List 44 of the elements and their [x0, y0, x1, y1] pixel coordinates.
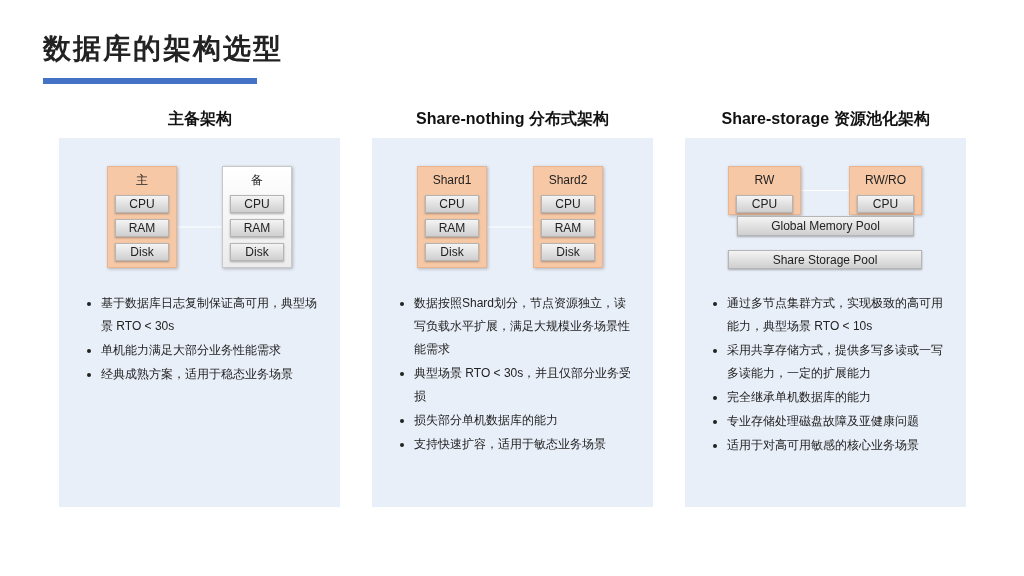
component-box: CPU [736, 195, 793, 213]
column-heading: Share-nothing 分布式架构 [416, 109, 609, 129]
component-box: Global Memory Pool [737, 216, 914, 236]
server-title: 主 [136, 172, 148, 189]
page-title: 数据库的架构选型 [43, 32, 283, 66]
bullet-text: 适用于对高可用敏感的核心业务场景 [727, 437, 919, 454]
server-box [533, 166, 603, 268]
server-box [728, 166, 801, 215]
component-box: CPU [230, 195, 284, 213]
server-box [849, 166, 922, 215]
column-heading: 主备架构 [167, 109, 232, 129]
bullet-text: 损失部分单机数据库的能力 [414, 412, 558, 429]
column-heading: Share-storage 资源池化架构 [721, 109, 930, 129]
component-box: Disk [541, 243, 595, 261]
bullet-text: 单机能力满足大部分业务性能需求 [101, 342, 281, 359]
bullet-text: 基于数据库日志复制保证高可用，典型场景 RTO < 30s [101, 295, 318, 335]
component-box: CPU [115, 195, 169, 213]
bullet-text: 经典成熟方案，适用于稳态业务场景 [101, 366, 293, 383]
component-box: Disk [425, 243, 479, 261]
bullet-text: 支持快速扩容，适用于敏态业务场景 [414, 436, 606, 453]
server-box [107, 166, 177, 268]
component-box: CPU [857, 195, 914, 213]
component-box: CPU [541, 195, 595, 213]
component-box: CPU [425, 195, 479, 213]
component-box: RAM [425, 219, 479, 237]
component-box: Disk [230, 243, 284, 261]
server-box [222, 166, 292, 268]
component-box: RAM [115, 219, 169, 237]
component-box: RAM [541, 219, 595, 237]
bullet-text: 数据按照Shard划分，节点资源独立，读写负载水平扩展，满足大规模业务场景性能需求 [414, 295, 631, 358]
bullet-text: 专业存储处理磁盘故障及亚健康问题 [727, 413, 919, 430]
server-title: Shard2 [548, 172, 588, 189]
bullet-text: 采用共享存储方式，提供多写多读或一写多读能力，一定的扩展能力 [727, 342, 944, 382]
component-box: RAM [230, 219, 284, 237]
bullet-text: 完全继承单机数据库的能力 [727, 389, 871, 406]
server-title: RW [754, 172, 775, 189]
component-box: Disk [115, 243, 169, 261]
bullet-text: 通过多节点集群方式，实现极致的高可用能力，典型场景 RTO < 10s [727, 295, 944, 335]
component-box: Share Storage Pool [728, 250, 922, 269]
server-title: 备 [251, 172, 263, 189]
server-title: Shard1 [432, 172, 472, 189]
server-title: RW/RO [864, 172, 907, 189]
bullet-text: 典型场景 RTO < 30s，并且仅部分业务受损 [414, 365, 632, 405]
server-box [417, 166, 487, 268]
